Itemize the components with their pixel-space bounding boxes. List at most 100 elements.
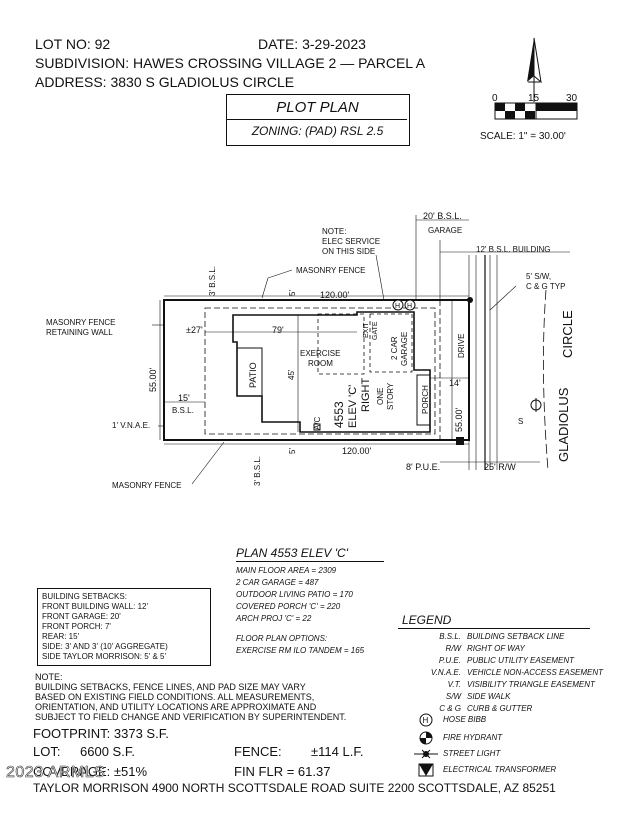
note-line: BASED ON EXISTING FIELD CONDITIONS. ALL … xyxy=(35,692,315,702)
site-plan-drawing: H H 20' B.S.L. GARAGE NOTE: ELEC SERVICE… xyxy=(46,211,575,490)
zoning: ZONING: (PAD) RSL 2.5 xyxy=(251,124,384,138)
scale-tick-0: 0 xyxy=(492,93,498,104)
setback-line: FRONT GARAGE: 20' xyxy=(42,612,121,621)
hose-bibb-icon: H xyxy=(419,713,433,727)
label-gate: GATE xyxy=(372,321,379,340)
note-line: SUBJECT TO FIELD CHANGE AND VERIFICATION… xyxy=(35,712,347,722)
legend-abbr: P.U.E. xyxy=(438,656,461,665)
label-bsl-3-top: 3' B.S.L. xyxy=(208,266,217,296)
label-right: RIGHT xyxy=(360,378,372,413)
setback-line: REAR: 15' xyxy=(42,632,80,641)
legend-symbol-desc: STREET LIGHT xyxy=(443,749,501,758)
hose-bibb-icon: H xyxy=(392,299,404,311)
fence-label: FENCE: xyxy=(234,744,282,759)
label-gladiolus: GLADIOLUS xyxy=(556,387,571,462)
legend-desc: BUILDING SETBACK LINE xyxy=(467,632,565,641)
label-exercise-1: EXERCISE xyxy=(300,349,340,358)
hose-bibb-icon: H xyxy=(404,299,416,311)
lot-area-value: 6600 S.F. xyxy=(80,744,135,759)
label-note: NOTE: xyxy=(322,227,346,236)
legend-abbr: C & G xyxy=(439,704,461,713)
plan-info-line: ARCH PROJ 'C' = 22 xyxy=(236,614,312,623)
label-cg: C & G TYP xyxy=(526,282,565,291)
legend-abbr: B.S.L. xyxy=(439,632,461,641)
setbacks-box xyxy=(37,588,211,666)
ac-unit xyxy=(313,423,321,431)
label-exercise-2: ROOM xyxy=(308,359,333,368)
setback-line xyxy=(204,307,436,435)
label-ac: A/C xyxy=(313,416,322,430)
coverage: COVERAGE: ±51% xyxy=(33,764,148,779)
scale-label: SCALE: 1" = 30.00' xyxy=(480,131,566,142)
fire-hydrant-icon xyxy=(530,398,542,412)
label-patio: PATIO xyxy=(248,362,258,388)
legend-symbol-desc: FIRE HYDRANT xyxy=(443,733,503,742)
svg-text:H: H xyxy=(395,303,400,310)
label-exit: EXIT xyxy=(363,322,370,338)
patio-outline xyxy=(236,347,263,397)
legend-desc: CURB & GUTTER xyxy=(467,704,533,713)
plan-date: DATE: 3-29-2023 xyxy=(258,36,366,52)
label-one: ONE xyxy=(376,388,385,405)
garage-outline xyxy=(369,313,413,373)
lot-area-label: LOT: xyxy=(33,744,61,759)
note-line: ORIENTATION, AND UTILITY LOCATIONS ARE A… xyxy=(35,702,317,712)
legend-abbr: V.N.A.E. xyxy=(430,668,461,677)
legend-desc: PUBLIC UTILITY EASEMENT xyxy=(467,656,574,665)
north-arrow-icon xyxy=(527,37,542,102)
plan-info-line: MAIN FLOOR AREA = 2309 xyxy=(236,566,337,575)
note-line: NOTE: xyxy=(35,672,63,682)
watermark: 2023 ARMLS xyxy=(6,764,106,782)
label-masonry-bot: MASONRY FENCE xyxy=(112,481,182,490)
label-5-top: 5' xyxy=(288,290,297,296)
title-block xyxy=(226,94,410,146)
label-garage-setback: GARAGE xyxy=(428,226,462,235)
scale-bar xyxy=(494,102,578,120)
label-circle: CIRCLE xyxy=(560,310,575,358)
fire-hydrant-icon xyxy=(419,731,433,745)
legend-abbr: S/W xyxy=(445,692,461,701)
legend-desc: VEHICLE NON-ACCESS EASEMENT xyxy=(467,668,604,677)
label-rw: 25' R/W xyxy=(484,462,516,472)
label-dim-14: 14' xyxy=(449,378,461,388)
setback-line: SIDE TAYLOR MORRISON: 5' & 5' xyxy=(42,652,166,661)
label-mf-retain-2: RETAINING WALL xyxy=(46,328,113,337)
label-120-top: 120.00' xyxy=(320,290,350,300)
legend-abbr: R/W xyxy=(445,644,461,653)
street-light-icon xyxy=(467,297,473,303)
label-5-bot: 5' xyxy=(288,448,297,454)
finished-floor: FIN FLR = 61.37 xyxy=(234,764,331,779)
svg-text:H: H xyxy=(423,716,429,725)
label-bsl-12: 12' B.S.L. BUILDING xyxy=(476,245,550,254)
scale-tick-15: 15 xyxy=(528,93,540,104)
label-mf-retain-1: MASONRY FENCE xyxy=(46,318,116,327)
label-dim-15: 15' xyxy=(178,393,190,403)
label-2-car: 2 CAR xyxy=(390,336,399,360)
legend-symbol-desc: ELECTRICAL TRANSFORMER xyxy=(443,765,557,774)
label-garage: GARAGE xyxy=(400,332,409,366)
plan-info-title: PLAN 4553 ELEV 'C' xyxy=(236,546,348,560)
label-dim-27: ±27' xyxy=(186,325,203,335)
label-plan-no: 4553 xyxy=(332,401,346,428)
fence-value: ±114 L.F. xyxy=(311,744,364,759)
legend-desc: VISIBILITY TRIANGLE EASEMENT xyxy=(467,680,595,689)
svg-text:H: H xyxy=(407,303,412,310)
label-dim-55-right: 55.00' xyxy=(454,407,464,432)
setbacks-title: BUILDING SETBACKS: xyxy=(42,592,127,601)
label-bsl-20: 20' B.S.L. xyxy=(423,211,462,221)
plot-plan-title: PLOT PLAN xyxy=(276,99,359,116)
label-dim-79: 79' xyxy=(272,325,284,335)
electrical-transformer-icon xyxy=(456,437,464,445)
porch-outline xyxy=(416,374,431,426)
label-elec-2: ON THIS SIDE xyxy=(322,247,375,256)
label-elev: ELEV 'C' xyxy=(347,385,359,428)
floor-plan-option: EXERCISE RM ILO TANDEM = 165 xyxy=(236,646,365,655)
setback-line: FRONT BUILDING WALL: 12' xyxy=(42,602,148,611)
plan-info-line: COVERED PORCH 'C' = 220 xyxy=(236,602,341,611)
legend-symbol-desc: HOSE BIBB xyxy=(443,715,487,724)
label-porch: PORCH xyxy=(421,385,430,414)
note-line: BUILDING SETBACKS, FENCE LINES, AND PAD … xyxy=(35,682,306,692)
legend-symbols: H xyxy=(414,713,438,777)
scale-tick-30: 30 xyxy=(566,93,578,104)
